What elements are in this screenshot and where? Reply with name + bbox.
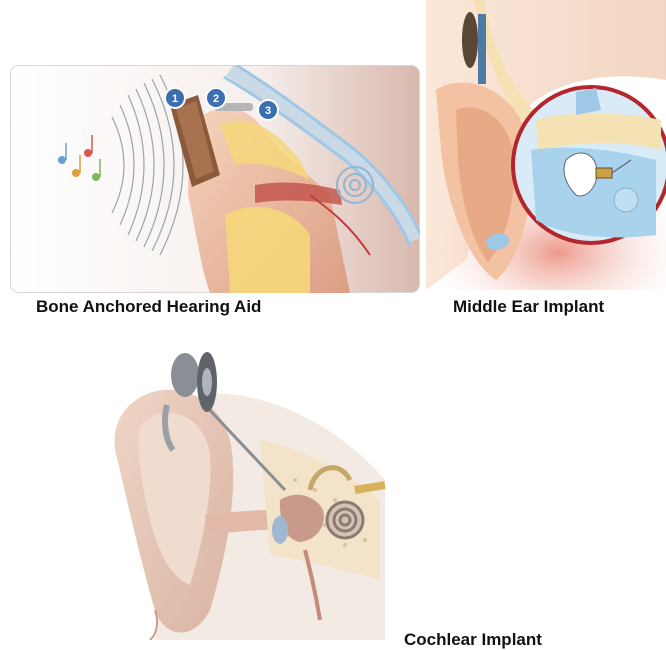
- middle-ear-implant-illustration: [426, 0, 666, 290]
- baha-diagram: 1 2 3: [10, 65, 420, 293]
- svg-text:1: 1: [172, 93, 178, 105]
- cochlear-implant-illustration: [95, 340, 395, 640]
- callout-1: 1: [165, 88, 185, 108]
- svg-text:3: 3: [265, 105, 271, 117]
- baha-illustration: 1 2 3: [10, 65, 420, 293]
- magnifier-circle-icon: [513, 87, 666, 243]
- cochlea-icon: [327, 502, 363, 538]
- middle-ear-diagram: [426, 0, 666, 290]
- svg-text:2: 2: [213, 93, 219, 105]
- middle-ear-implant-caption: Middle Ear Implant: [453, 297, 604, 317]
- cochlear-implant-caption: Cochlear Implant: [404, 630, 542, 650]
- baha-caption: Bone Anchored Hearing Aid: [36, 297, 261, 317]
- callout-2: 2: [206, 88, 226, 108]
- callout-3: 3: [258, 100, 278, 120]
- cochlear-diagram: [95, 340, 395, 640]
